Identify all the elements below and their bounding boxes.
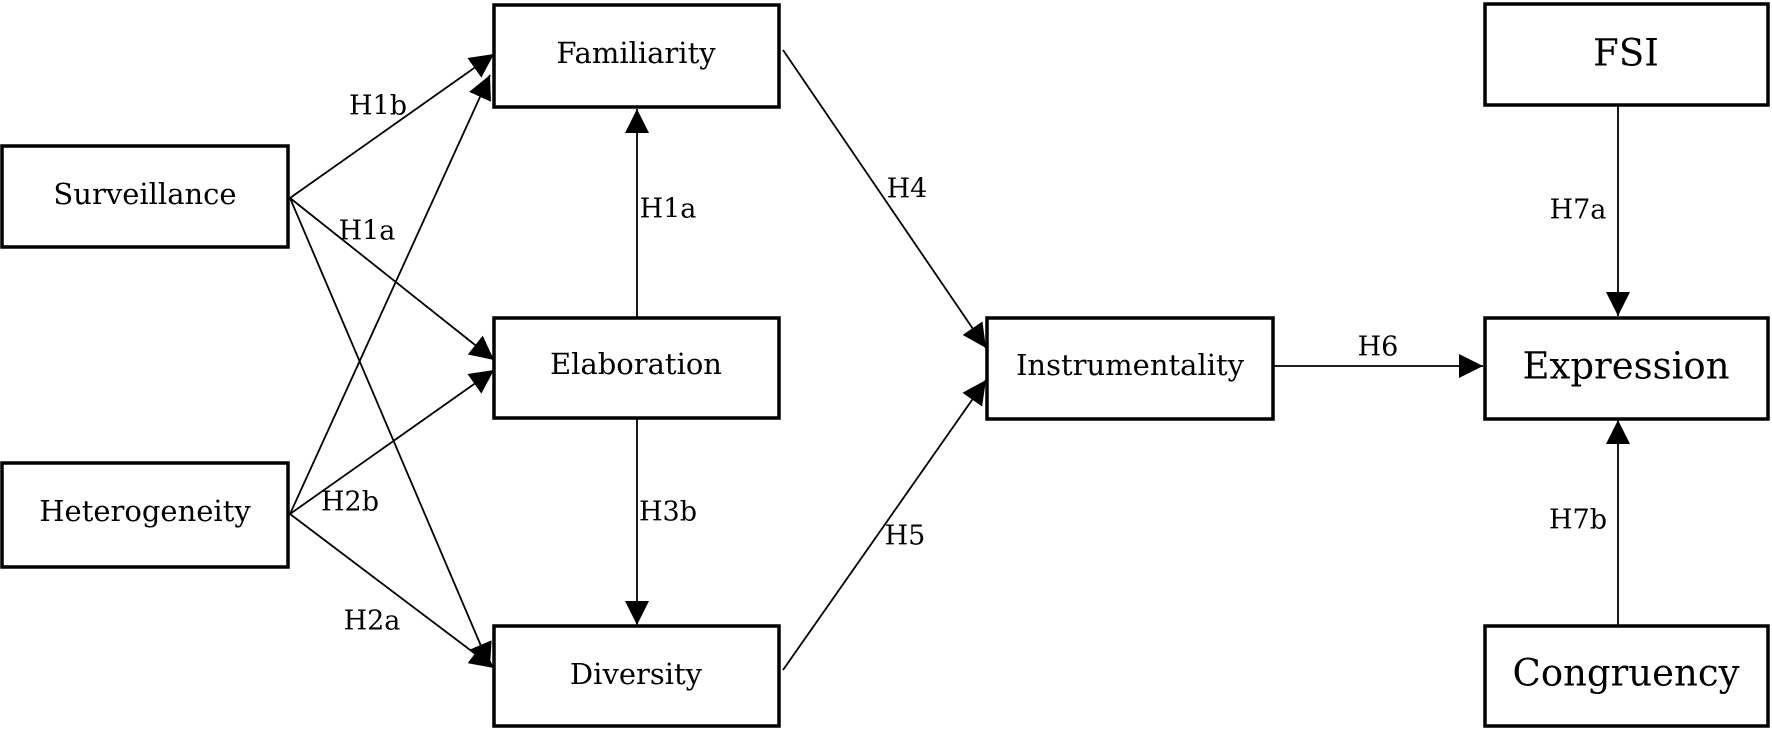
- edge-surveillance-diversity: [289, 197, 492, 668]
- edge-label-h4: H4: [887, 174, 928, 205]
- edge-label-h1a-surveillance: H1a: [339, 216, 396, 247]
- node-familiarity: Familiarity: [492, 3, 781, 109]
- edge-label-h2a: H2a: [344, 606, 401, 637]
- node-label: Diversity: [570, 657, 703, 691]
- node-surveillance: Surveillance: [0, 144, 290, 249]
- node-label: Surveillance: [53, 177, 236, 211]
- edge-heterogeneity-elaboration: [289, 369, 495, 515]
- edge-familiarity-instrumentality: [782, 49, 987, 349]
- edge-label-h3b: H3b: [639, 497, 697, 528]
- node-label: Expression: [1522, 345, 1729, 388]
- edge-label-h2b: H2b: [321, 487, 379, 518]
- node-label: Congruency: [1513, 652, 1740, 695]
- edge-label-h7a: H7a: [1550, 195, 1607, 226]
- node-fsi: FSI: [1483, 2, 1770, 107]
- node-instrumentality: Instrumentality: [985, 316, 1275, 421]
- node-congruency: Congruency: [1483, 624, 1770, 728]
- edge-label-h7b: H7b: [1549, 505, 1607, 536]
- edge-surveillance-elaboration: [289, 197, 495, 361]
- node-label: Heterogeneity: [39, 494, 251, 528]
- node-label: Familiarity: [556, 36, 716, 70]
- edge-heterogeneity-diversity: [289, 513, 495, 669]
- edge-label-h1a-elaboration: H1a: [640, 194, 697, 225]
- node-heterogeneity: Heterogeneity: [0, 461, 290, 569]
- edge-surveillance-familiarity: [289, 53, 495, 199]
- node-label: Elaboration: [550, 347, 722, 381]
- edges: [289, 49, 1630, 671]
- node-label: FSI: [1593, 32, 1659, 75]
- node-diversity: Diversity: [492, 624, 781, 728]
- edge-heterogeneity-familiarity: [289, 74, 491, 515]
- edge-labels: H1b H1a H1a H2b H2a H3b H4 H5 H6 H7a H7b: [321, 91, 1607, 637]
- node-expression: Expression: [1483, 316, 1770, 421]
- edge-diversity-instrumentality: [782, 379, 987, 671]
- edge-label-h5: H5: [885, 521, 926, 552]
- node-label: Instrumentality: [1016, 348, 1245, 382]
- edge-label-h1b: H1b: [349, 91, 407, 122]
- node-elaboration: Elaboration: [492, 316, 781, 420]
- edge-label-h6: H6: [1358, 332, 1399, 363]
